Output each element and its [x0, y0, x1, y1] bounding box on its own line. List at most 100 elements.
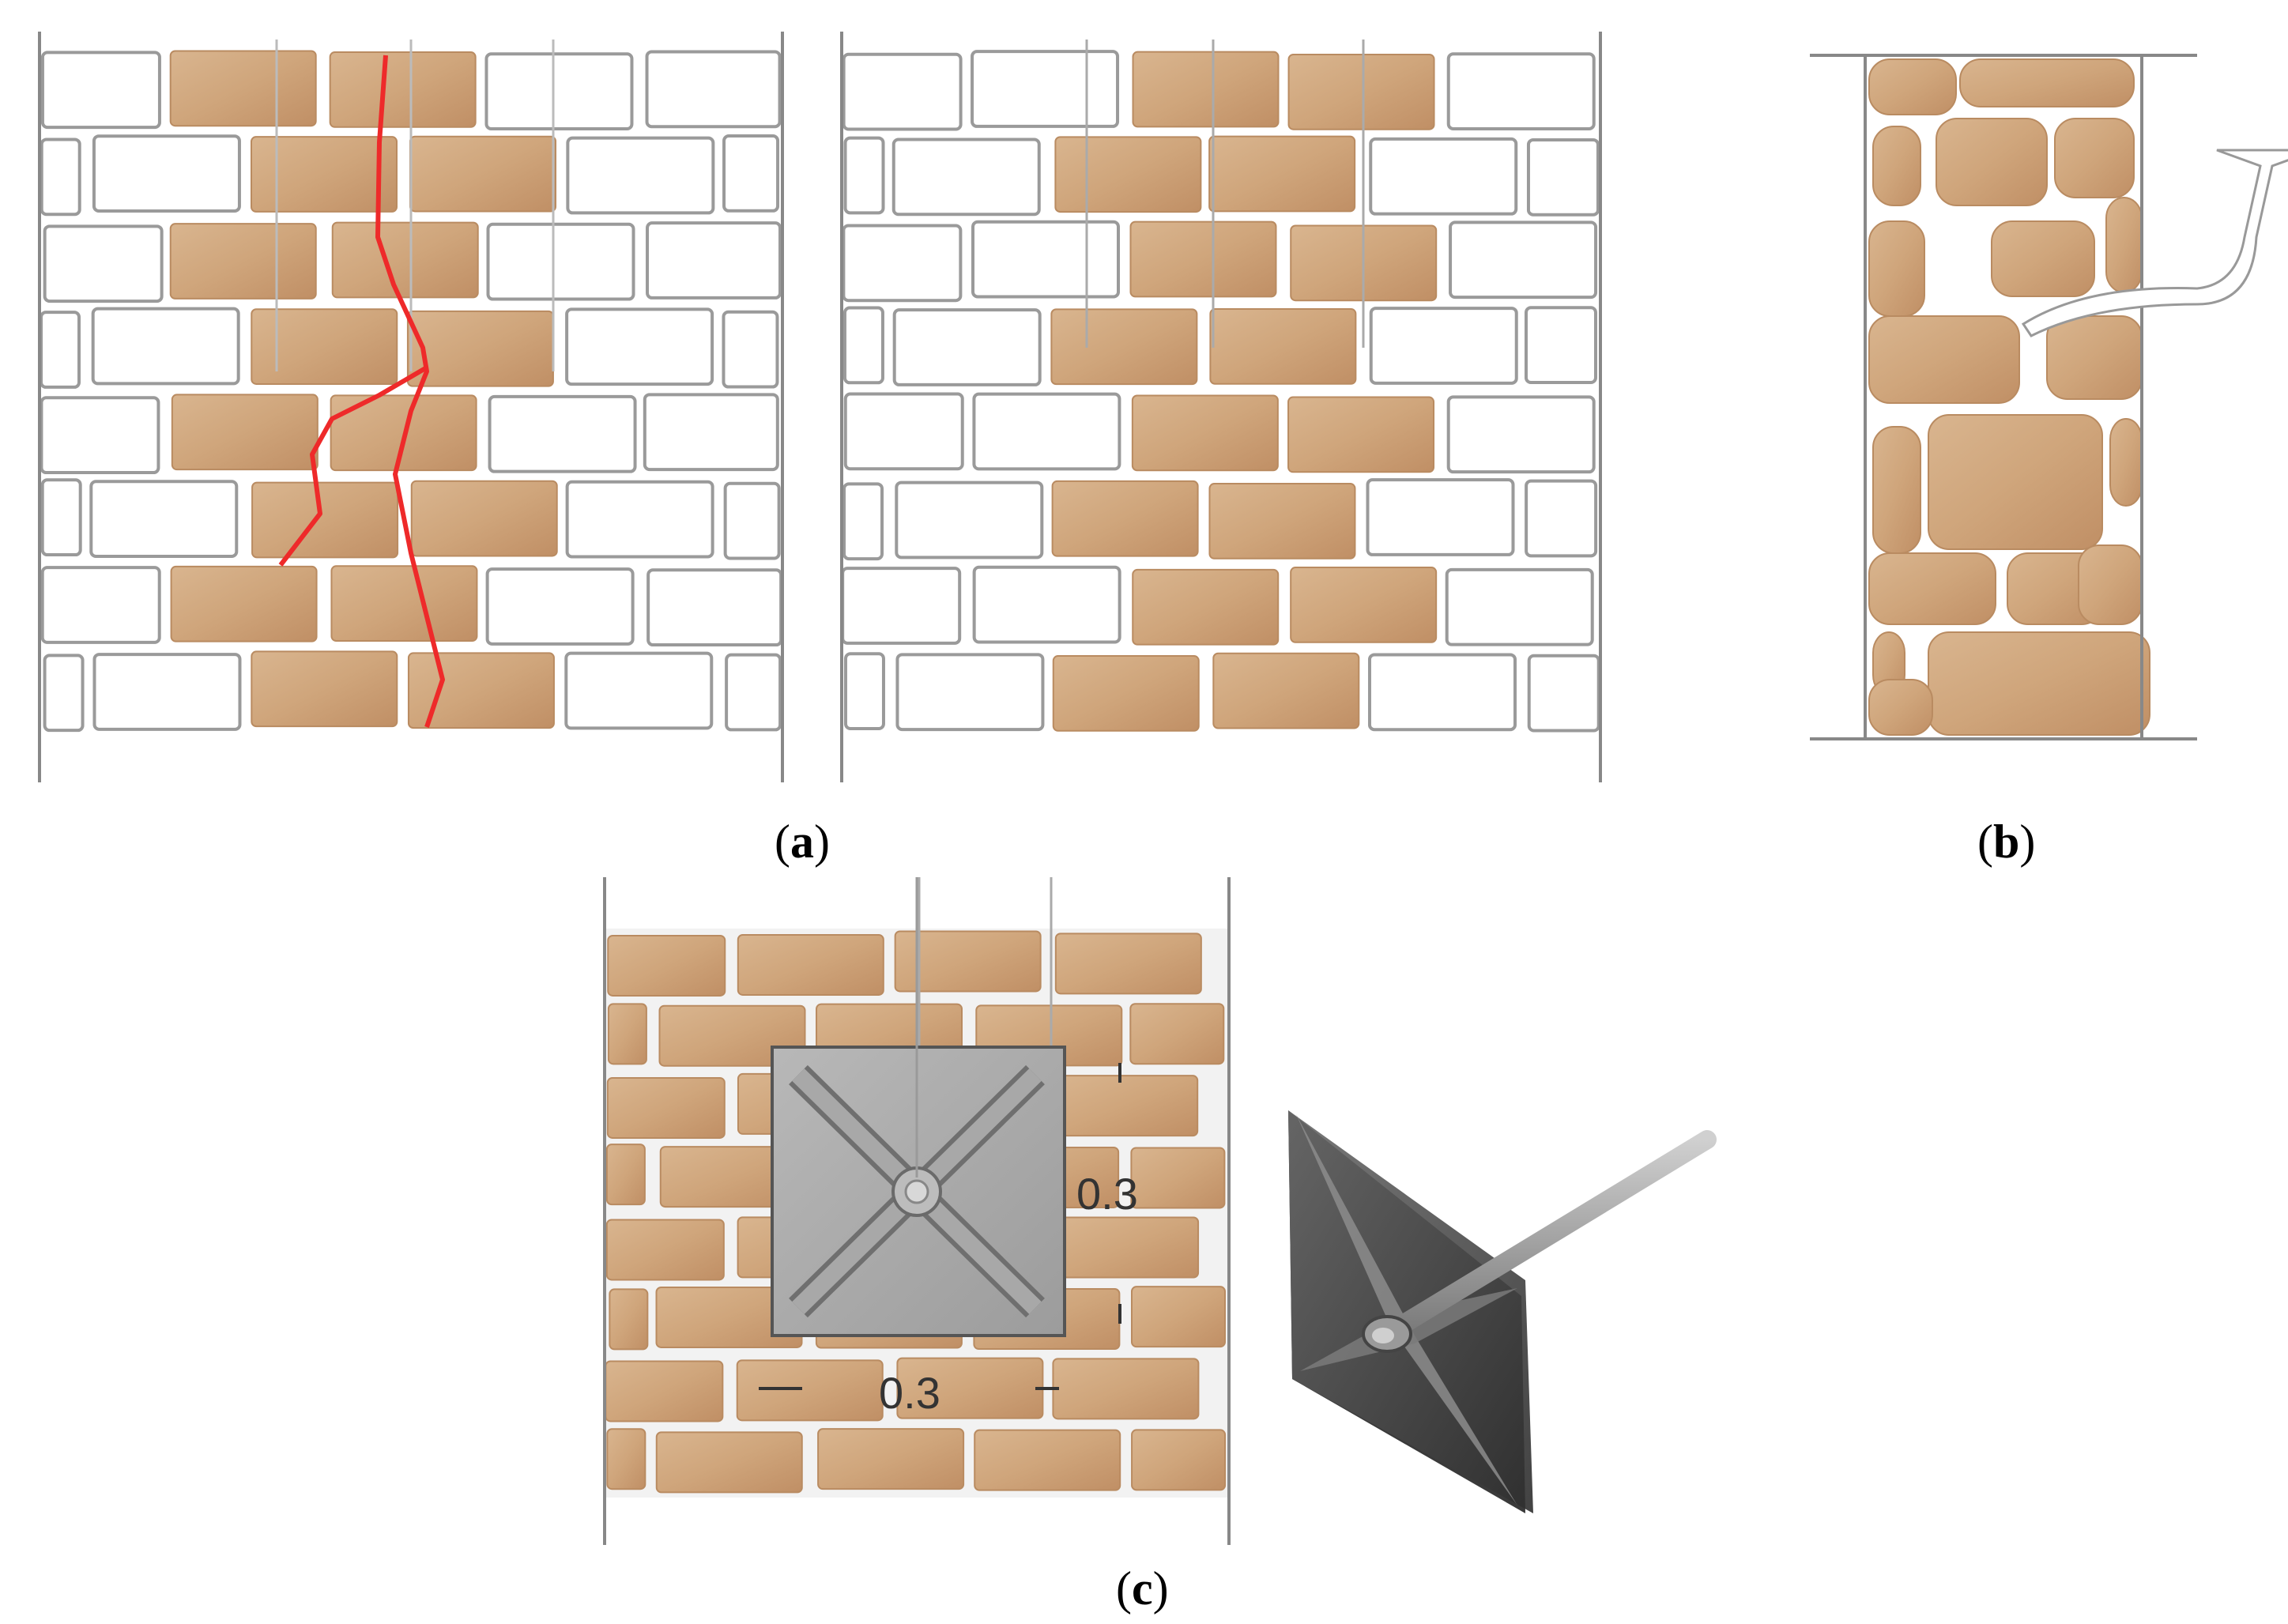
stone-block	[605, 1360, 724, 1422]
stone-block	[1052, 1216, 1200, 1279]
brick-outline	[40, 566, 161, 644]
dimension-label-horizontal: 0.3	[879, 1368, 940, 1418]
dimension-label-vertical: 0.3	[1076, 1169, 1138, 1219]
brick-outline	[722, 134, 780, 213]
brick-outline	[891, 138, 1041, 217]
stone-block	[1052, 1358, 1200, 1420]
stone-block	[251, 308, 398, 385]
stone-block	[1287, 396, 1435, 473]
rubble-stone	[2105, 197, 2143, 293]
brick-outline	[1445, 567, 1594, 646]
brick-outline	[1366, 478, 1515, 556]
rubble-stone	[1959, 58, 2135, 107]
caption-c-letter: c	[1132, 1562, 1153, 1615]
brick-outline	[842, 306, 884, 385]
panel-a-repaired-wall	[840, 32, 1602, 782]
brick-outline	[842, 224, 963, 303]
rubble-stone	[1928, 631, 2150, 736]
rubble-stone	[2109, 418, 2143, 507]
brick-outline	[1369, 137, 1518, 216]
stone-block	[169, 223, 317, 300]
brick-outline	[843, 136, 885, 215]
rubble-stone	[1868, 220, 1925, 317]
stone-block	[169, 50, 317, 127]
brick-outline	[1446, 52, 1596, 130]
brick-outline	[1526, 138, 1600, 217]
brick-outline	[1446, 395, 1596, 474]
brick-outline	[971, 50, 1120, 128]
caption-a-letter: a	[790, 816, 814, 868]
brick-outline	[895, 653, 1045, 732]
stone-block	[407, 652, 555, 729]
brick-outline	[722, 310, 779, 389]
anchor-plate-front-view	[771, 877, 1066, 1337]
brick-outline	[564, 651, 714, 730]
stone-block	[331, 221, 479, 299]
stone-block	[606, 1428, 646, 1490]
stone-block	[817, 1428, 965, 1490]
brick-outline	[725, 653, 782, 732]
rubble-stone	[1868, 58, 1957, 115]
stone-block	[1131, 1429, 1227, 1491]
stone-block	[330, 565, 478, 642]
stone-block	[607, 1003, 647, 1065]
brick-outline	[646, 221, 782, 300]
brick-outline	[1527, 654, 1600, 733]
brick-outline	[40, 396, 160, 475]
stone-block	[1132, 51, 1280, 128]
rubble-stone	[1868, 679, 1933, 736]
stone-block	[655, 1431, 803, 1494]
brick-outline	[92, 653, 242, 731]
stone-block	[1054, 933, 1202, 995]
brick-outline	[486, 222, 635, 301]
rubble-stone	[2046, 315, 2143, 400]
brick-outline	[91, 307, 240, 386]
brick-outline	[972, 565, 1121, 644]
stone-block	[1290, 567, 1438, 643]
brick-outline	[892, 308, 1042, 386]
stone-block	[1208, 483, 1356, 560]
anchor-rod	[1381, 1130, 1717, 1341]
brick-outline	[843, 392, 964, 471]
caption-c: (c)	[1116, 1562, 1169, 1615]
injection-nozzle	[2021, 149, 2288, 337]
brick-outline	[40, 478, 82, 557]
rubble-stone	[1872, 426, 1921, 554]
brick-outline	[645, 50, 782, 129]
stone-block	[1052, 655, 1200, 732]
brick-outline	[40, 138, 81, 217]
brick-outline	[643, 393, 779, 472]
stone-block	[1130, 1286, 1226, 1348]
brick-outline	[566, 136, 715, 215]
anchor-rod-end	[904, 1179, 929, 1204]
stone-block	[606, 1076, 726, 1139]
brick-outline	[484, 52, 634, 131]
brick-outline	[92, 134, 241, 213]
stone-block	[974, 1429, 1121, 1491]
brick-outline	[43, 224, 164, 303]
rubble-stone	[1868, 552, 1996, 625]
brick-outline	[843, 652, 885, 730]
crack-line-main	[375, 55, 445, 728]
stone-block	[1131, 394, 1279, 472]
brick-outline	[43, 654, 85, 733]
rubble-stone	[1991, 220, 2095, 297]
stone-block	[1129, 1003, 1225, 1065]
brick-outline	[1449, 220, 1598, 300]
stone-block	[251, 650, 398, 728]
stone-block	[1051, 480, 1199, 557]
stone-block	[1287, 53, 1435, 130]
brick-outline	[40, 311, 81, 389]
brick-outline	[89, 480, 239, 558]
anchor-nut-hole	[1372, 1328, 1394, 1343]
caption-b: (b)	[1977, 816, 2035, 868]
brick-outline	[646, 568, 783, 647]
brick-outline	[895, 480, 1044, 560]
brick-outline	[1525, 479, 1598, 558]
brick-outline	[841, 567, 962, 645]
stone-block	[1129, 220, 1277, 298]
brick-outline	[485, 567, 635, 646]
stone-block	[250, 136, 398, 213]
stone-block	[1051, 1075, 1199, 1137]
